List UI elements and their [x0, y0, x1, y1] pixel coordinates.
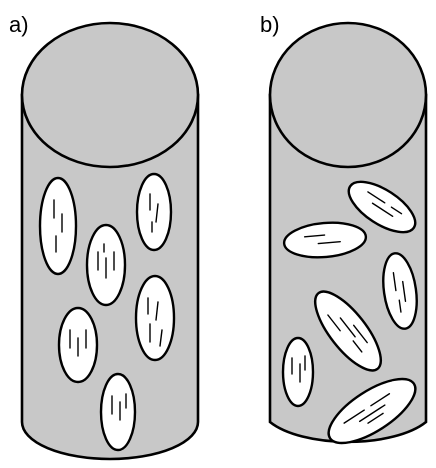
- panel-b-cylinder-top: [270, 23, 426, 167]
- inclusion: [59, 308, 97, 382]
- inclusion: [40, 178, 76, 274]
- inclusion: [137, 174, 171, 250]
- inclusion: [87, 225, 125, 305]
- inclusion: [283, 338, 313, 406]
- inclusion: [136, 276, 174, 360]
- panel-a-cylinder-top: [22, 23, 198, 167]
- inclusion: [101, 374, 135, 450]
